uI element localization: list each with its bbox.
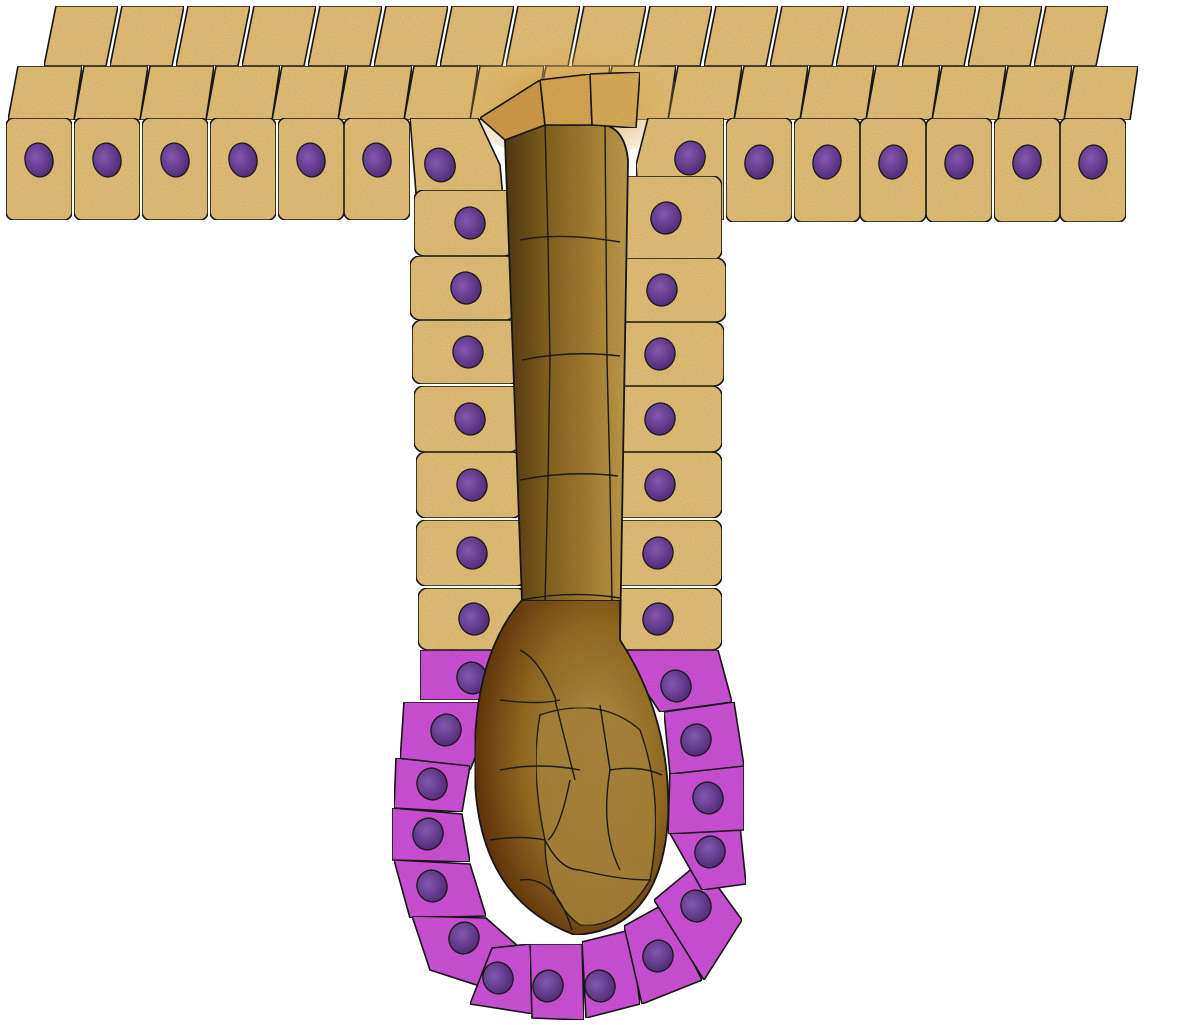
- nucleus: [660, 669, 692, 703]
- nucleus: [644, 337, 676, 371]
- nucleus: [532, 969, 564, 1003]
- opening-cell: [589, 71, 641, 129]
- nucleus: [642, 939, 674, 973]
- nucleus: [644, 402, 676, 436]
- nucleus: [646, 273, 678, 307]
- dermal-papilla: [535, 707, 657, 927]
- epithelium-cell: [205, 65, 281, 121]
- epithelium-cell: [43, 5, 119, 67]
- epithelium-cell: [1033, 5, 1109, 67]
- cell-boundary: [519, 878, 573, 931]
- nucleus: [584, 969, 616, 1003]
- nucleus: [412, 817, 444, 851]
- epithelium-cell: [175, 5, 251, 67]
- epithelium-cell: [835, 5, 911, 67]
- surface-epithelium: [5, 5, 1139, 223]
- epithelium-cell: [931, 65, 1007, 121]
- epithelium-cell: [139, 65, 215, 121]
- cell-boundary: [609, 767, 663, 776]
- epithelium-cell: [109, 5, 185, 67]
- epithelium-cell: [865, 65, 941, 121]
- nucleus: [448, 921, 480, 955]
- epithelium-cell: [1063, 65, 1139, 121]
- nucleus: [644, 468, 676, 502]
- cell-boundary: [521, 353, 621, 361]
- cell-boundary: [489, 836, 546, 841]
- cell-boundary: [544, 839, 581, 871]
- cell-boundary: [599, 704, 621, 871]
- epithelium-cell: [799, 65, 875, 121]
- epithelium-cell: [733, 65, 809, 121]
- cell-boundary: [604, 124, 613, 601]
- epithelium-cell: [73, 65, 149, 121]
- nucleus: [456, 468, 488, 502]
- nucleus: [430, 713, 462, 747]
- opening-cell: [539, 73, 593, 126]
- nucleus: [160, 142, 190, 178]
- nucleus: [482, 961, 514, 995]
- nucleus: [692, 781, 724, 815]
- nucleus: [362, 142, 392, 178]
- nucleus: [674, 140, 706, 176]
- cell-boundary: [499, 699, 561, 704]
- epithelium-cell: [637, 5, 713, 67]
- nucleus: [24, 142, 54, 178]
- hair-shaft: [473, 71, 670, 936]
- nucleus: [450, 271, 482, 305]
- cell-boundary: [519, 235, 621, 243]
- epithelium-cell: [901, 5, 977, 67]
- nucleus: [642, 536, 674, 570]
- nucleus: [454, 402, 486, 436]
- nucleus: [416, 767, 448, 801]
- epithelium-cell: [337, 65, 413, 121]
- nucleus: [680, 889, 712, 923]
- nucleus: [694, 835, 726, 869]
- epithelium-cell: [241, 5, 317, 67]
- nucleus: [416, 869, 448, 903]
- nucleus: [878, 144, 908, 180]
- cell-boundary: [579, 869, 651, 881]
- epithelium-cell: [373, 5, 449, 67]
- nucleus: [744, 144, 774, 180]
- nucleus: [424, 147, 456, 183]
- nucleus: [680, 723, 712, 757]
- epithelium-cell: [769, 5, 845, 67]
- cell-boundary: [554, 699, 576, 781]
- epithelium-cell: [997, 65, 1073, 121]
- nucleus: [296, 142, 326, 178]
- nucleus: [228, 142, 258, 178]
- nucleus: [944, 144, 974, 180]
- cell-boundary: [547, 779, 571, 841]
- nucleus: [454, 206, 486, 240]
- nucleus: [1012, 144, 1042, 180]
- nucleus: [452, 335, 484, 369]
- hair-matrix: [391, 649, 747, 1021]
- nucleus: [458, 602, 490, 636]
- epithelium-cell: [7, 65, 83, 121]
- cell-boundary: [519, 649, 557, 701]
- nucleus: [650, 201, 682, 235]
- nucleus: [812, 144, 842, 180]
- epithelium-cell: [271, 65, 347, 121]
- epithelium-cell: [307, 5, 383, 67]
- nucleus: [642, 602, 674, 636]
- nucleus: [456, 536, 488, 570]
- nucleus: [92, 142, 122, 178]
- cell-boundary: [519, 473, 619, 481]
- cell-boundary: [544, 124, 551, 601]
- epithelium-cell: [967, 5, 1043, 67]
- follicle-outer-root-sheath: [409, 175, 727, 651]
- nucleus: [1078, 144, 1108, 180]
- cell-boundary: [521, 593, 621, 601]
- epithelium-cell: [703, 5, 779, 67]
